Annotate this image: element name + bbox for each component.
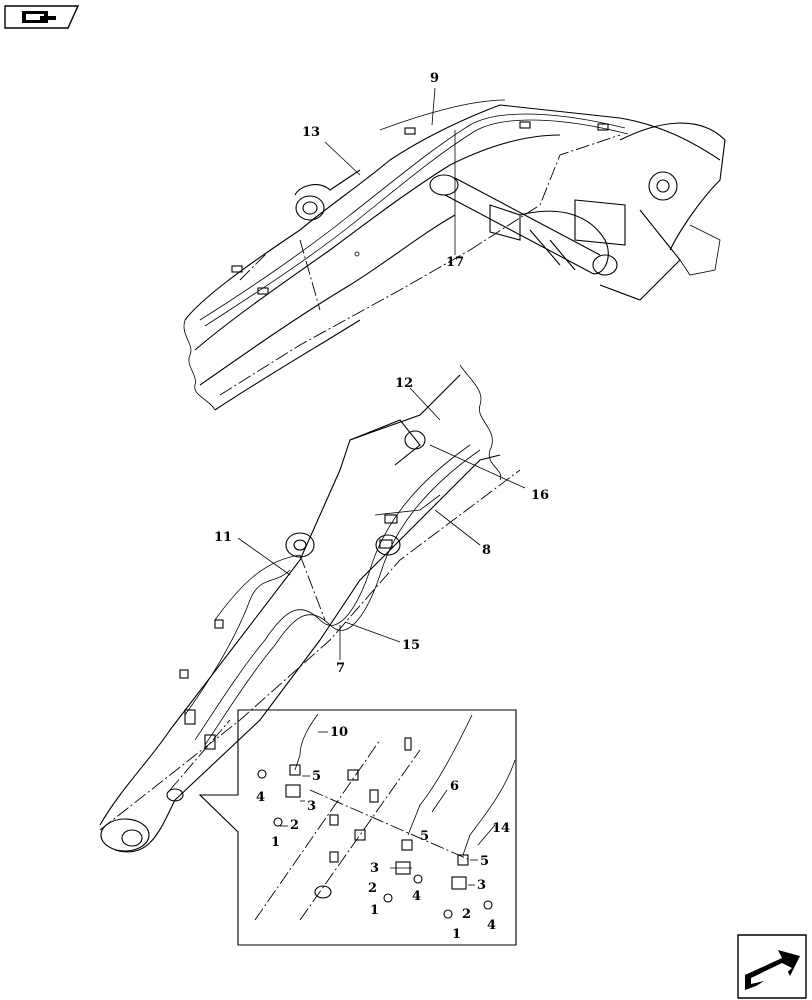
detail-callout-1b: 1 [370,903,379,918]
detail-callout-2a: 2 [290,818,299,833]
detail-callout-3b: 3 [370,861,379,876]
book-page-nav-icon[interactable] [4,5,80,29]
callout-17: 17 [446,255,464,270]
detail-callout-4a: 4 [256,790,265,805]
callout-7: 7 [336,661,345,676]
detail-inset [198,709,517,946]
detail-callout-3a: 3 [307,799,316,814]
callout-12: 12 [395,376,413,391]
top-leaders [324,87,456,255]
detail-callout-5c: 5 [480,854,489,869]
callout-labels: 9 13 17 12 16 8 11 15 7 10 6 14 5 4 3 2 … [214,71,549,942]
detail-callout-1a: 1 [271,835,280,850]
next-page-arrow-icon[interactable] [737,934,807,999]
callout-6: 6 [450,779,459,794]
detail-callout-3c: 3 [477,878,486,893]
detail-callout-1c: 1 [452,927,461,942]
upper-boom-drawing [183,99,726,411]
middle-leaders [237,387,526,660]
callout-14: 14 [492,821,510,836]
callout-11: 11 [214,530,232,545]
callout-10: 10 [330,725,348,740]
callout-9: 9 [430,71,439,86]
callout-8: 8 [482,543,491,558]
callout-15: 15 [402,638,420,653]
detail-callout-5b: 5 [420,829,429,844]
detail-callout-4c: 4 [487,918,496,933]
detail-callout-2b: 2 [368,881,377,896]
detail-callout-2c: 2 [462,907,471,922]
detail-callout-4b: 4 [412,889,421,904]
detail-callout-5a: 5 [312,769,321,784]
arm-drawing [99,364,521,853]
callout-13: 13 [302,125,320,140]
callout-16: 16 [531,488,549,503]
